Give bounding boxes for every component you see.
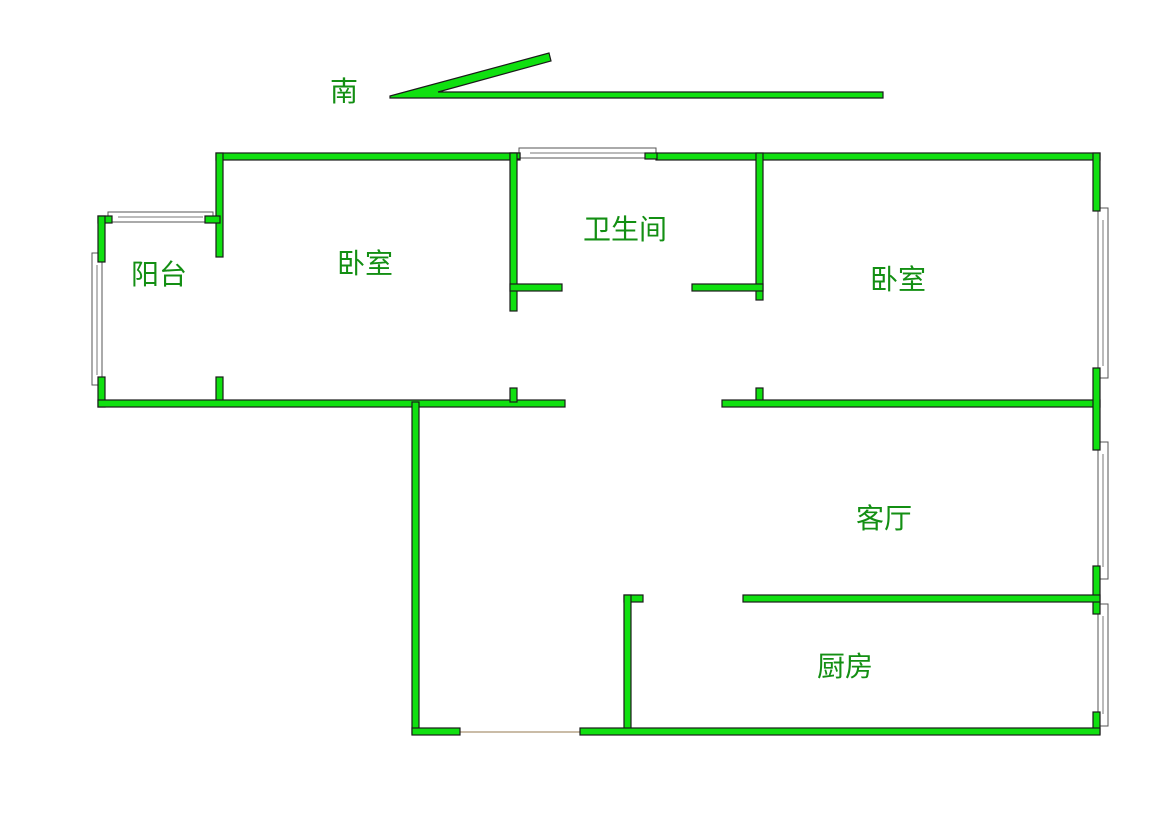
window-right-living — [1097, 441, 1109, 580]
window-top — [518, 147, 657, 159]
window-balcony-top — [107, 211, 214, 223]
room-label-kitchen: 厨房 — [817, 650, 873, 683]
window-balcony-left — [91, 252, 103, 386]
window-right-kitchen — [1097, 603, 1109, 727]
compass-label: 南 — [330, 75, 358, 108]
room-label-bedroom-left: 卧室 — [337, 247, 393, 280]
room-label-bathroom: 卫生间 — [583, 213, 667, 246]
room-label-living-room: 客厅 — [856, 502, 912, 535]
room-label-bedroom-right: 卧室 — [870, 263, 926, 296]
window-right-bedroom — [1097, 207, 1109, 379]
room-label-balcony: 阳台 — [131, 258, 187, 291]
compass-arrow — [389, 52, 884, 99]
walls — [97, 152, 1101, 736]
windows — [91, 147, 1109, 727]
